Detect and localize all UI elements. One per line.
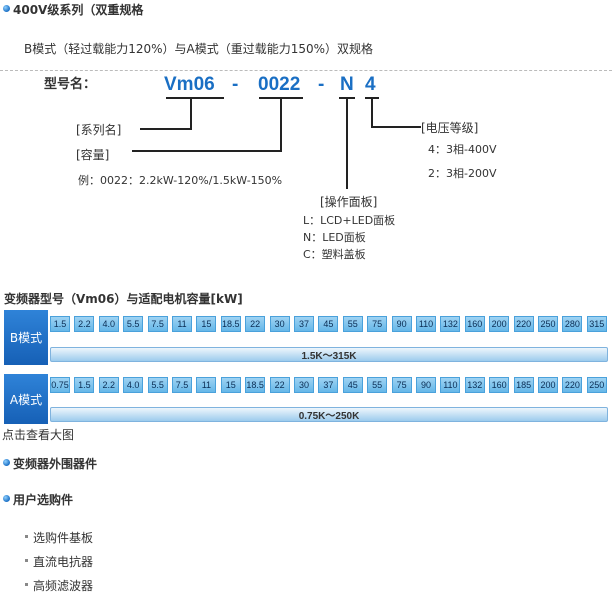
voltage-item: 2：3相-200V [428, 167, 497, 180]
b-mode-cell: 200 [489, 316, 510, 332]
a-mode-cell: 160 [489, 377, 510, 393]
a-mode-cell: 185 [513, 377, 534, 393]
b-mode-cell: 22 [245, 316, 266, 332]
section-bullet-icon [3, 495, 10, 502]
section-title-options[interactable]: 用户选购件 [13, 493, 74, 507]
a-mode-label: A模式 [4, 374, 48, 424]
b-mode-cell: 7.5 [147, 316, 168, 332]
label-series: [系列名] [76, 123, 122, 137]
connector-panel [346, 97, 348, 189]
a-mode-cell: 5.5 [147, 377, 168, 393]
b-mode-label: B模式 [4, 310, 48, 365]
panel-item: L：LCD+LED面板 [303, 214, 396, 227]
a-mode-cell: 22 [269, 377, 290, 393]
b-mode-range: 1.5K～315K [50, 347, 608, 362]
b-mode-cell: 30 [269, 316, 290, 332]
model-label: 型号名： [44, 77, 97, 92]
a-mode-cell: 18.5 [245, 377, 266, 393]
connector-capacity [280, 97, 282, 152]
model-part-capacity: 0022 [258, 74, 301, 95]
b-mode-cell: 220 [513, 316, 534, 332]
b-mode-cell: 132 [440, 316, 461, 332]
section-bullet-icon [3, 5, 10, 12]
a-mode-cell: 220 [562, 377, 583, 393]
section-title-peripheral[interactable]: 变频器外围器件 [13, 457, 98, 471]
enlarge-link[interactable]: 点击查看大图 [2, 428, 75, 442]
b-mode-cell: 15 [196, 316, 217, 332]
a-mode-cell: 11 [196, 377, 217, 393]
model-part-dash: - [318, 74, 325, 95]
b-mode-cell: 315 [586, 316, 607, 332]
list-bullet-icon [25, 583, 28, 586]
b-mode-cell: 75 [367, 316, 388, 332]
a-mode-cell: 250 [586, 377, 607, 393]
a-mode-cell: 75 [391, 377, 412, 393]
a-mode-cell: 200 [538, 377, 558, 393]
model-part-dash: - [232, 74, 239, 95]
a-mode-cell: 45 [342, 377, 363, 393]
model-part-voltage: 4 [365, 74, 376, 95]
b-mode-cell: 5.5 [123, 316, 144, 332]
a-mode-cell: 37 [318, 377, 339, 393]
a-mode-cell: 55 [367, 377, 388, 393]
model-part-series: Vm06 [164, 74, 215, 95]
a-mode-cell: 2.2 [98, 377, 119, 393]
connector-series [190, 97, 192, 130]
b-mode-cell: 37 [294, 316, 314, 332]
connector-series-h [140, 128, 192, 130]
a-mode-cell: 132 [464, 377, 485, 393]
a-mode-cell: 4.0 [123, 377, 144, 393]
label-voltage: [电压等级] [421, 121, 479, 135]
b-mode-cell: 110 [416, 316, 436, 332]
b-mode-cell: 90 [391, 316, 412, 332]
list-bullet-icon [25, 535, 28, 538]
a-mode-cell: 30 [294, 377, 314, 393]
section-subtitle: B模式（轻过载能力120%）与A模式（重过载能力150%）双规格 [24, 42, 374, 56]
connector-capacity-h [132, 150, 282, 152]
divider [0, 70, 612, 71]
b-mode-cell: 2.2 [74, 316, 95, 332]
b-mode-cell: 1.5 [50, 316, 70, 332]
b-mode-cell: 4.0 [98, 316, 119, 332]
b-mode-cell: 280 [562, 316, 583, 332]
capacity-table-title: 变频器型号（Vm06）与适配电机容量[kW] [4, 292, 243, 306]
option-item[interactable]: 直流电抗器 [33, 555, 94, 569]
a-mode-range: 0.75K～250K [50, 407, 608, 422]
a-mode-cell: 1.5 [74, 377, 95, 393]
b-mode-cell: 18.5 [220, 316, 241, 332]
panel-item: N：LED面板 [303, 231, 366, 244]
a-mode-cell: 90 [416, 377, 436, 393]
section-title-400v: 400V级系列（双重规格 [13, 3, 144, 17]
label-panel: [操作面板] [320, 195, 378, 209]
a-mode-cell: 0.75 [50, 377, 70, 393]
b-mode-cell: 160 [464, 316, 485, 332]
b-mode-cell: 55 [342, 316, 363, 332]
model-part-panel: N [340, 74, 354, 95]
a-mode-cell: 110 [440, 377, 461, 393]
list-bullet-icon [25, 559, 28, 562]
option-item[interactable]: 选购件基板 [33, 531, 94, 545]
section-bullet-icon [3, 459, 10, 466]
a-mode-cell: 15 [220, 377, 241, 393]
underline-series [166, 97, 224, 99]
b-mode-cell: 45 [318, 316, 339, 332]
capacity-example: 例：0022：2.2kW-120%/1.5kW-150% [78, 174, 283, 187]
b-mode-cell: 250 [538, 316, 558, 332]
a-mode-cell: 7.5 [172, 377, 192, 393]
panel-item: C：塑料盖板 [303, 248, 366, 261]
option-item[interactable]: 高频滤波器 [33, 579, 94, 593]
connector-voltage-h [371, 126, 421, 128]
voltage-item: 4：3相-400V [428, 143, 497, 156]
label-capacity: [容量] [76, 148, 110, 162]
b-mode-cell: 11 [172, 316, 192, 332]
connector-voltage [371, 97, 373, 128]
